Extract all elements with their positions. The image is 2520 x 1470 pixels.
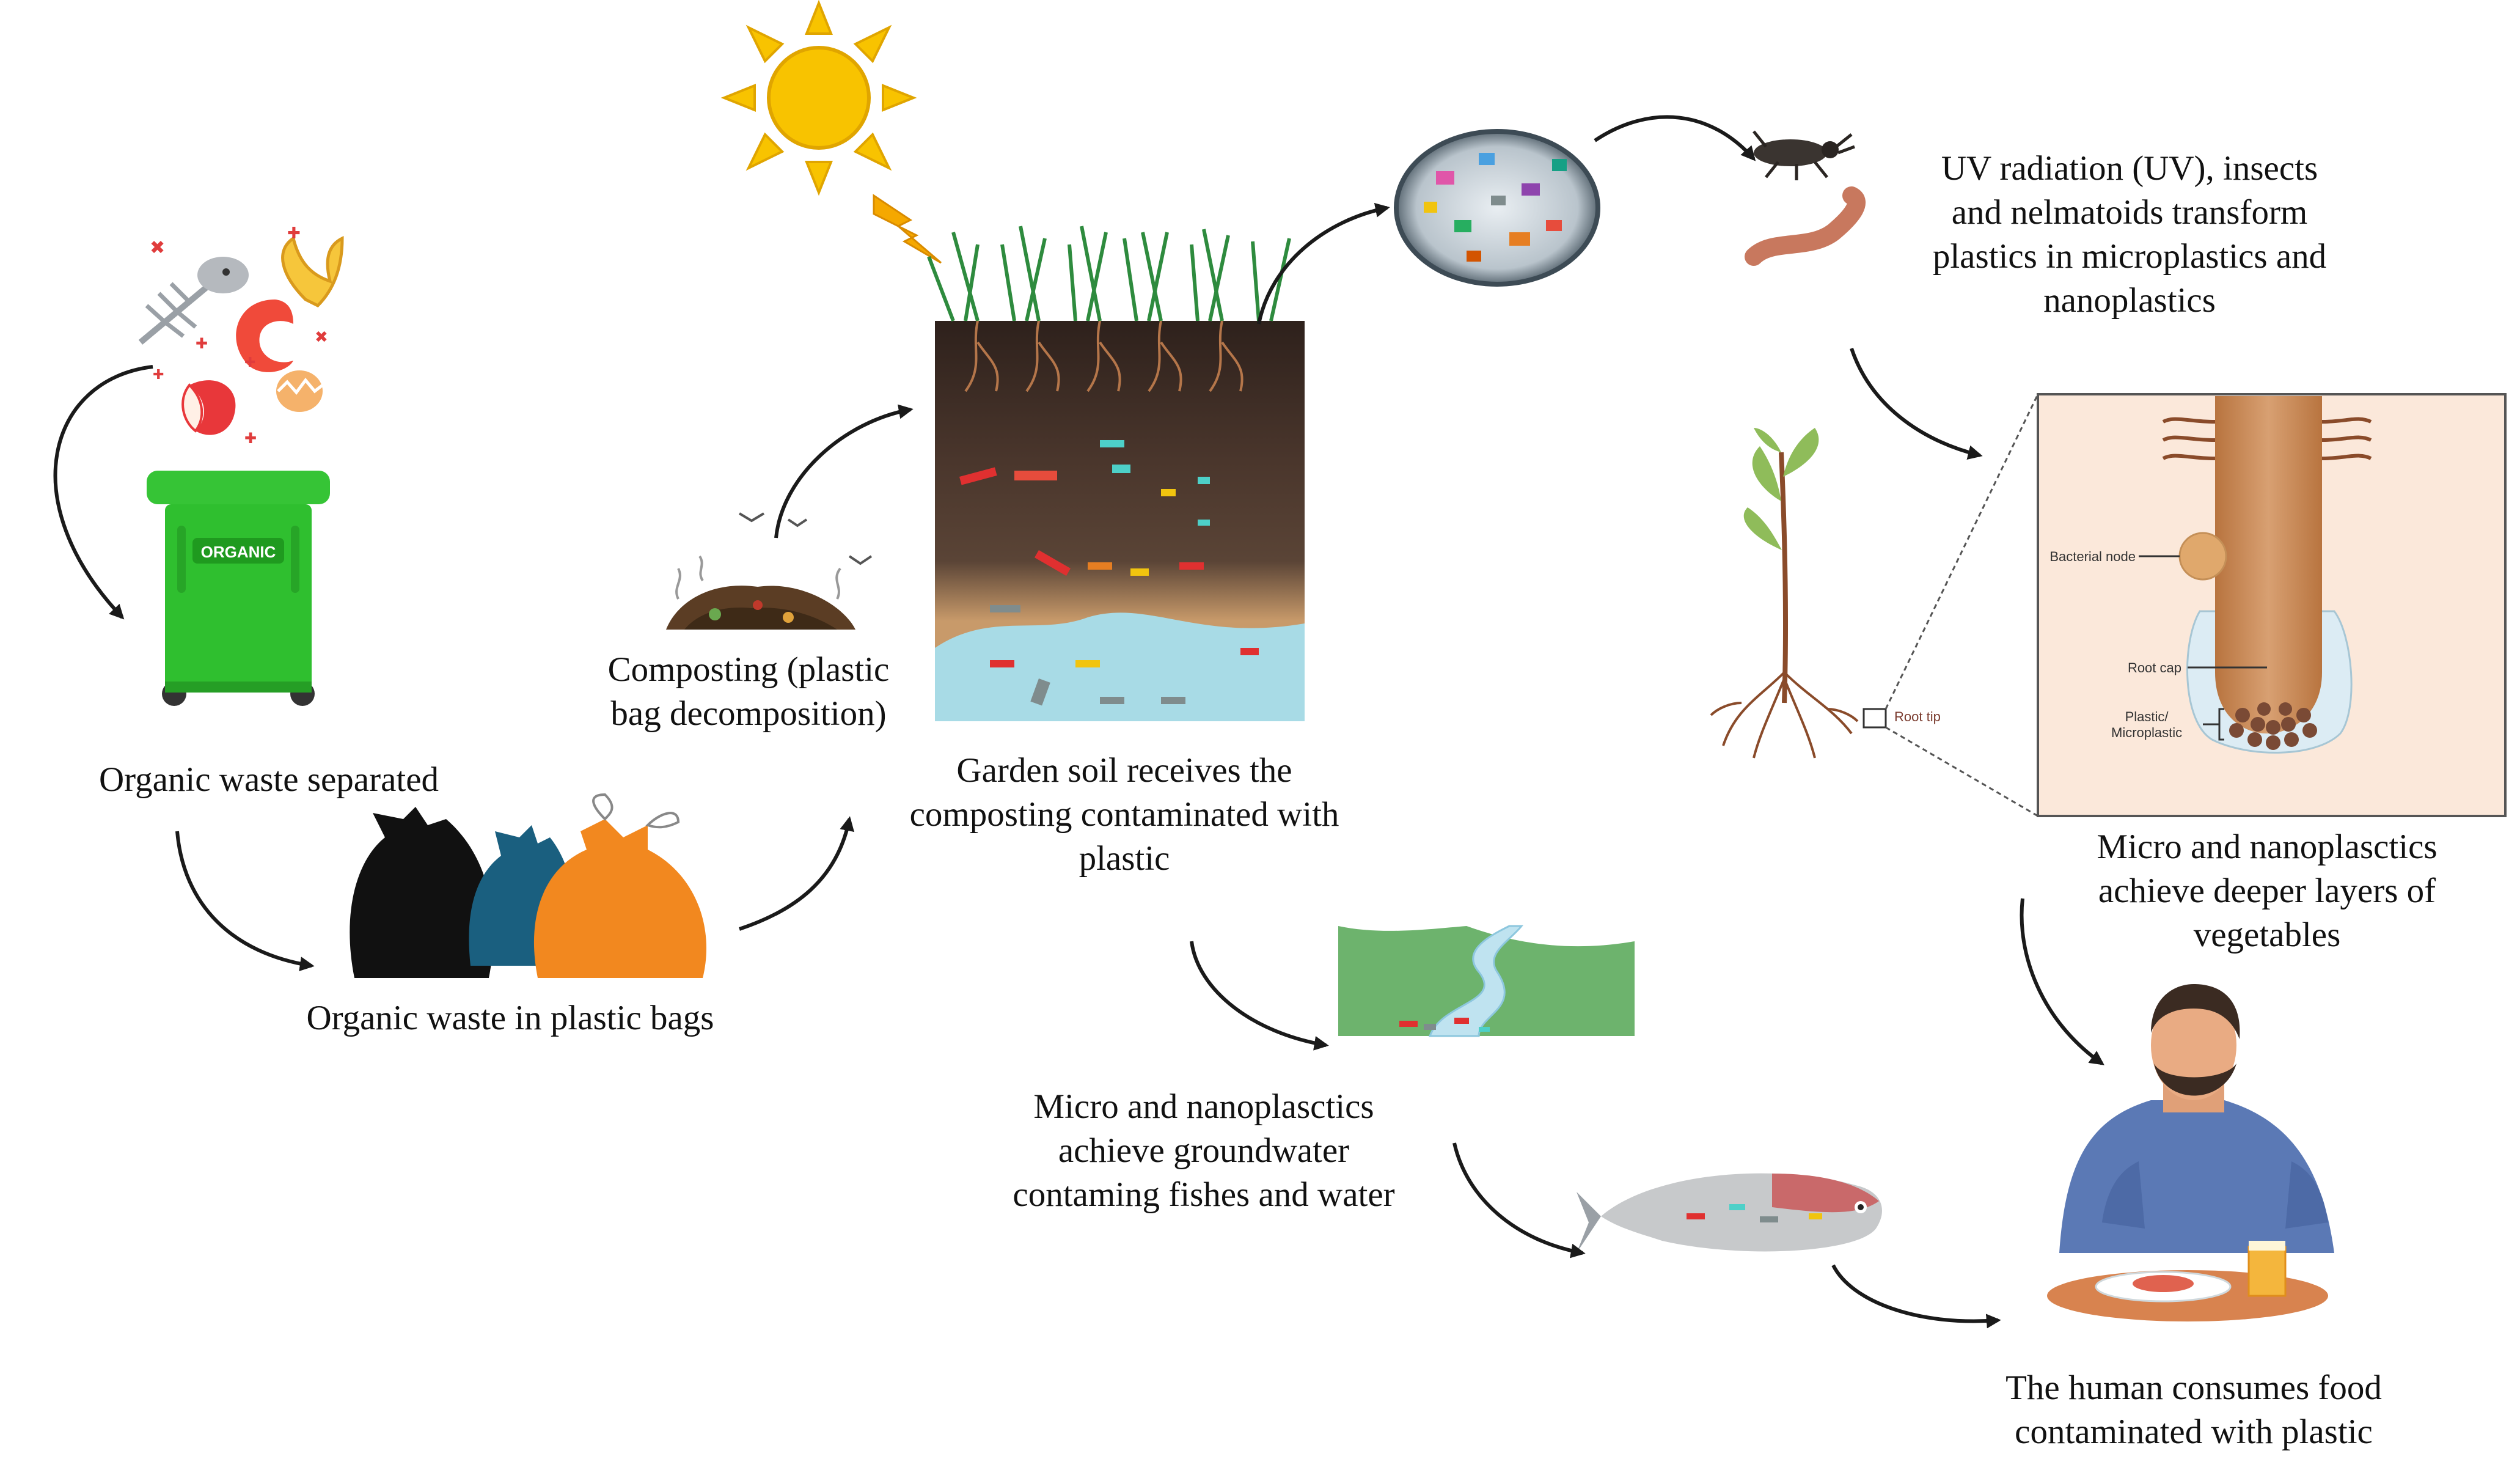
plastic-microplastic-label: Plastic/ Microplastic: [2111, 709, 2183, 740]
shrimp-icon: [236, 300, 293, 372]
arrow-soil-to-river: [1190, 941, 1329, 1051]
svg-text:✚: ✚: [196, 335, 208, 352]
egg-shell-icon: [276, 370, 324, 412]
garden-soil-label: Garden soil receives the composting cont…: [909, 751, 1339, 878]
human-eating-icon: [2047, 984, 2334, 1321]
organic-bags-label: Organic waste in plastic bags: [306, 999, 714, 1037]
root-inset-panel: Bacterial node Root cap: [2037, 393, 2507, 817]
organic-bin-icon: ORGANIC: [147, 471, 330, 706]
sun-icon: [720, 0, 917, 196]
soil-cross-section: [927, 226, 1305, 721]
plant-icon: [1710, 428, 1887, 759]
plant-roots: [1710, 671, 1859, 759]
arrow-deeper-to-human: [2020, 898, 2104, 1065]
svg-text:✖: ✖: [315, 328, 328, 347]
compost-heap-icon: [666, 512, 873, 630]
svg-text:✚: ✚: [153, 367, 164, 383]
grass-icon: [927, 226, 1291, 322]
arrow-bags-to-soil: [739, 816, 854, 931]
lightning-icon: [873, 194, 942, 264]
root-cap-label: Root cap: [2128, 660, 2181, 675]
deeper-layers-label: Micro and nanoplasctics achieve deeper l…: [2097, 828, 2438, 954]
svg-text:✚: ✚: [287, 224, 301, 243]
bacterial-node-label: Bacterial node: [2049, 549, 2136, 564]
beetle-icon: [1753, 130, 1855, 180]
bin-label: ORGANIC: [201, 543, 276, 561]
svg-text:✖: ✖: [150, 237, 165, 259]
arrow-groundwater-to-fish: [1452, 1142, 1586, 1259]
svg-text:✚: ✚: [244, 430, 257, 447]
groundwater-label: Micro and nanoplasctics achieve groundwa…: [1013, 1087, 1395, 1214]
fish-icon: [1577, 1173, 1882, 1253]
river-landscape-icon: [1338, 925, 1635, 1037]
apple-core-icon: [181, 380, 236, 435]
arrow-uv-to-inset: [1850, 348, 1983, 460]
fish-bone-icon: [138, 257, 249, 345]
arrow-waste-to-bin: [53, 365, 153, 620]
composting-label: Composting (plastic bag decomposition): [607, 650, 890, 733]
banana-peel-icon: [281, 235, 344, 308]
organic-waste-icon: ✖ ✚ ✚ ✖ ✚ ✚ ✚: [138, 224, 344, 447]
root-tip-label: Root tip: [1894, 709, 1941, 724]
arrow-bin-to-bags: [175, 831, 315, 971]
human-consumes-label: The human consumes food contaminated wit…: [2005, 1369, 2382, 1451]
microplastic-circle-icon: [1394, 129, 1600, 287]
uv-insects-label: UV radiation (UV), insects and nelmatoid…: [1932, 149, 2327, 320]
arrow-fish-to-human: [1831, 1264, 2001, 1329]
arrow-compost-to-soil: [774, 404, 914, 538]
flow-arrows: [53, 115, 2104, 1329]
roots: [964, 320, 1244, 392]
sparkle-dots: ✖ ✚ ✚ ✖ ✚ ✚ ✚: [150, 224, 328, 447]
arrow-soil-to-circle: [1257, 203, 1390, 325]
plastic-bags-icon: [350, 793, 706, 978]
arrow-circle-to-beetle: [1594, 115, 1756, 161]
organic-separated-label: Organic waste separated: [98, 760, 439, 799]
worm-icon: [1745, 186, 1866, 266]
plastic-particles: [959, 440, 1259, 706]
svg-text:✚: ✚: [244, 355, 255, 370]
